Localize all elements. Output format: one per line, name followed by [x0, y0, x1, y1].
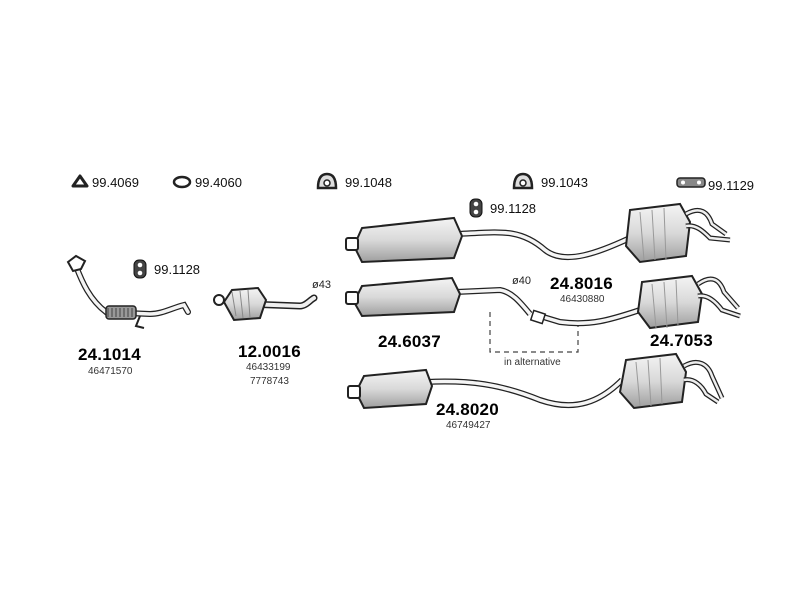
oem-reference: 46430880	[560, 294, 605, 305]
rubber-hanger-icon	[512, 172, 534, 190]
accessory-code: 99.1128	[490, 201, 537, 216]
accessory-code: 99.4060	[195, 175, 242, 190]
catalytic-converter-drawing	[213, 286, 318, 322]
part-number: 24.1014	[78, 345, 141, 364]
diameter-label: ø43	[312, 279, 331, 291]
accessory-code: 99.1128	[154, 262, 201, 277]
part-number: 24.8016	[550, 274, 613, 293]
diameter-label: ø40	[512, 275, 531, 287]
accessory-code: 99.1129	[708, 178, 755, 193]
part-number: 12.0016	[238, 342, 301, 361]
center-muffler-lower-drawing	[345, 276, 533, 318]
o-ring-icon	[172, 175, 192, 189]
rubber-hanger-icon	[316, 172, 338, 190]
o-ring-icon	[71, 174, 89, 188]
rubber-ring-icon	[469, 198, 483, 218]
center-muffler-upper-drawing	[345, 216, 632, 264]
oem-reference: 46471570	[88, 366, 133, 377]
oem-reference: 46749427	[446, 420, 491, 431]
part-number: 24.7053	[650, 331, 713, 350]
part-number: 24.6037	[378, 332, 441, 351]
rear-muffler-lower-drawing	[529, 274, 741, 330]
rubber-ring-icon	[133, 259, 147, 279]
accessory-code: 99.1043	[541, 175, 588, 190]
accessory-code: 99.4069	[92, 175, 139, 190]
oem-reference: 7778743	[250, 376, 289, 387]
alternative-bracket	[489, 312, 579, 353]
rear-system-drawing	[347, 352, 725, 410]
front-pipe-drawing	[66, 254, 191, 329]
oem-reference: 46433199	[246, 362, 291, 373]
alternative-note: in alternative	[504, 357, 561, 368]
part-number: 24.8020	[436, 400, 499, 419]
mounting-strap-icon	[676, 177, 706, 188]
rear-muffler-upper-drawing	[624, 202, 731, 264]
accessory-code: 99.1048	[345, 175, 392, 190]
